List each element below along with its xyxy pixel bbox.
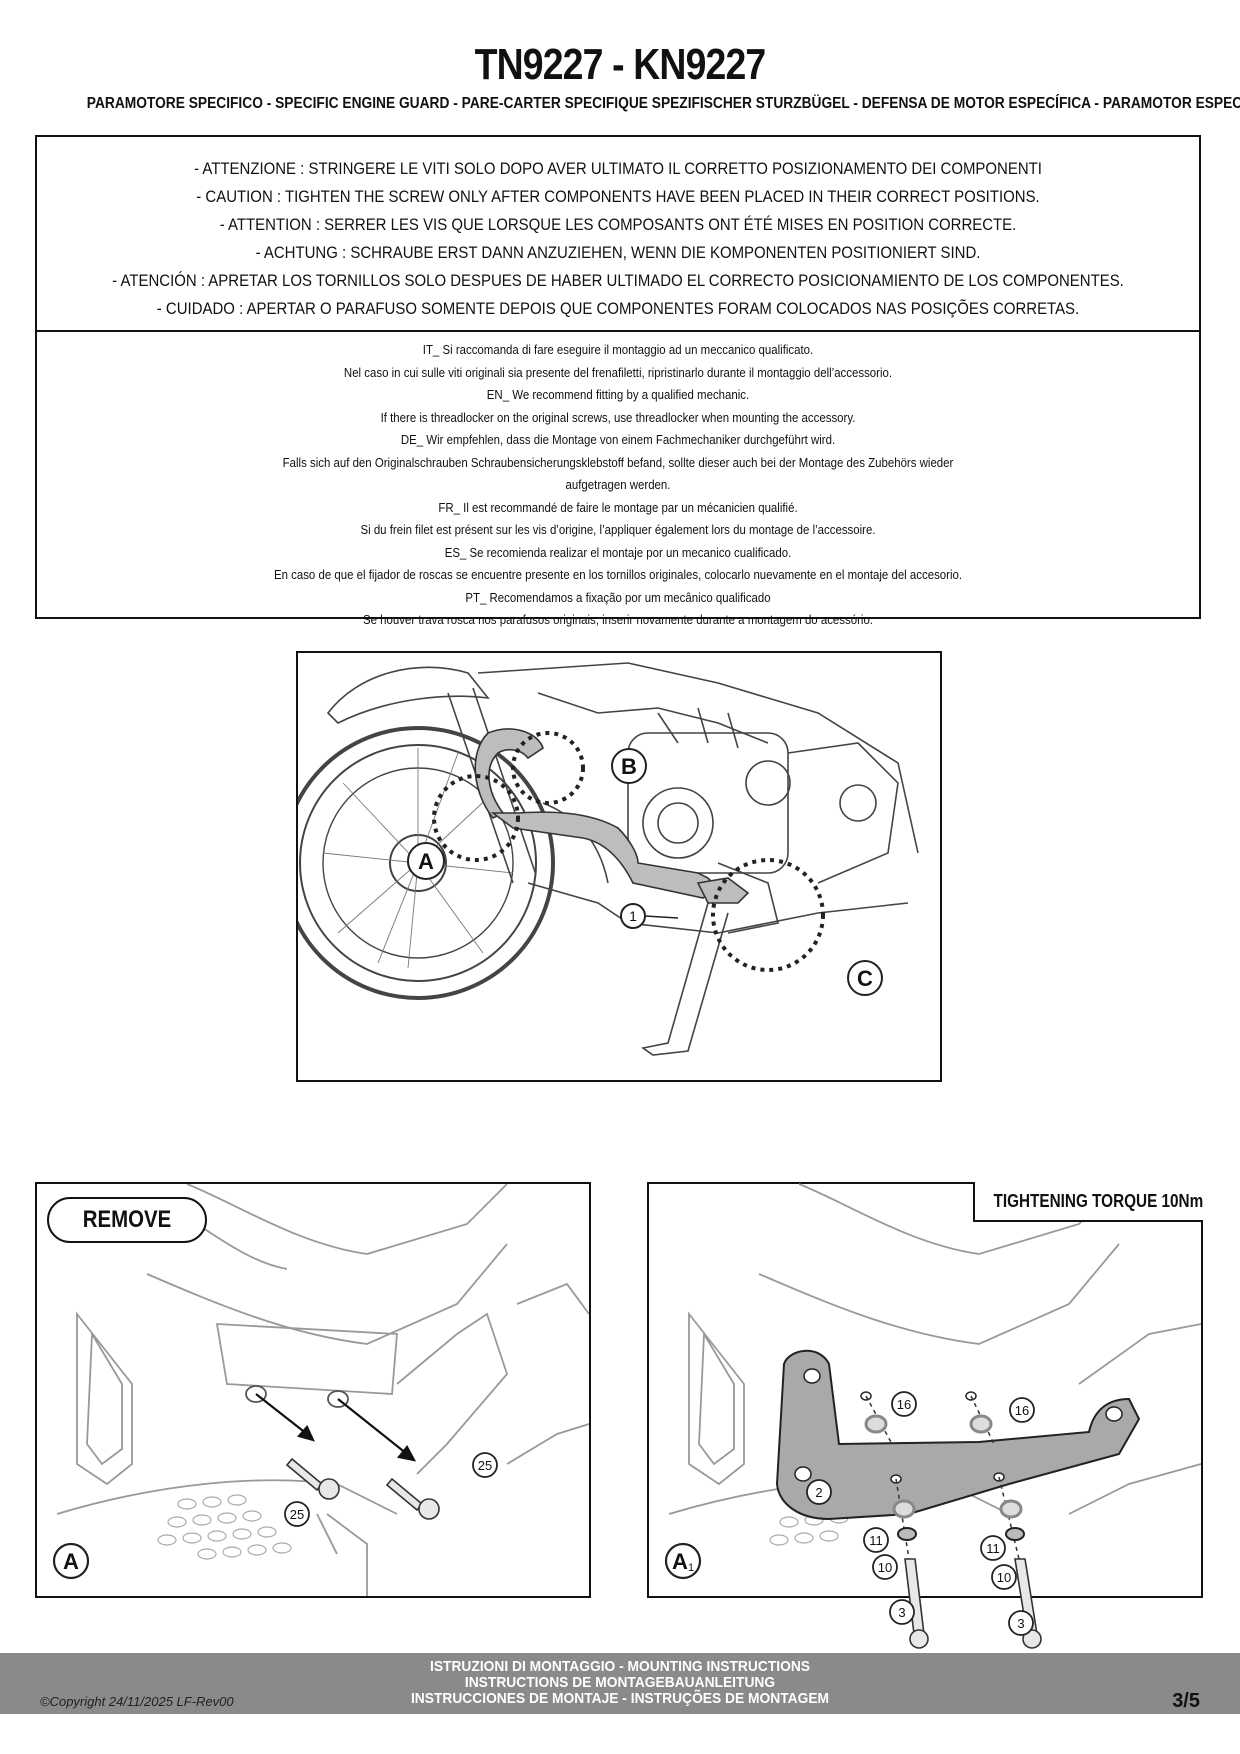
- footer-bar: ISTRUZIONI DI MONTAGGIO - MOUNTING INSTR…: [0, 1653, 1240, 1714]
- part-25-marker: [284, 1501, 310, 1527]
- warning-line: - CUIDADO : APERTAR O PARAFUSO SOMENTE D…: [156, 299, 1080, 318]
- info-line: PT_ Recomendamos a fixação por um mecâni…: [465, 589, 771, 605]
- part-10-label: 10: [878, 1560, 892, 1575]
- part-1-label: 1: [629, 908, 637, 924]
- info-line: Nel caso in cui sulle viti originali sia…: [343, 364, 893, 380]
- info-line: FR_ Il est recommandé de faire le montag…: [438, 499, 798, 515]
- callout-b-label: B: [621, 754, 637, 779]
- view-a1-marker: [664, 1542, 702, 1580]
- part-3-label: 3: [898, 1605, 905, 1620]
- part-16-label: 16: [1015, 1403, 1029, 1418]
- warning-line: - ATTENZIONE : STRINGERE LE VITI SOLO DO…: [194, 159, 1042, 178]
- footer-line: INSTRUCCIONES DE MONTAJE - INSTRUÇÕES DE…: [410, 1690, 830, 1707]
- part-16-marker: [1009, 1397, 1035, 1423]
- part-11-label: 11: [986, 1541, 1000, 1556]
- info-line: Falls sich auf den Originalschrauben Sch…: [282, 454, 954, 470]
- detail-a-drawing: 25 25 A: [52, 1184, 589, 1596]
- part-10-marker: [991, 1564, 1017, 1590]
- view-a1-label: A: [672, 1549, 688, 1574]
- info-line: IT_ Si raccomanda di fare eseguire il mo…: [422, 342, 814, 357]
- warning-line: - ACHTUNG : SCHRAUBE ERST DANN ANZUZIEHE…: [255, 243, 981, 262]
- callout-a-marker: [407, 842, 445, 880]
- info-line: EN_ We recommend fitting by a qualified …: [486, 387, 750, 402]
- warning-line: - CAUTION : TIGHTEN THE SCREW ONLY AFTER…: [196, 187, 1040, 206]
- info-block: IT_ Si raccomanda di fare eseguire il mo…: [37, 334, 1199, 627]
- part-3-marker: [1008, 1610, 1034, 1636]
- part-3-marker: [889, 1599, 915, 1625]
- copyright-text: ©Copyright 24/11/2025 LF-Rev00: [40, 1694, 234, 1709]
- warning-block: - ATTENZIONE : STRINGERE LE VITI SOLO DO…: [37, 137, 1199, 332]
- part-25-marker: [472, 1452, 498, 1478]
- detail-a1-drawing: 16 16 2 11 11 10 10 3 3 A 1: [664, 1183, 1202, 1649]
- motorcycle-drawing: A B C 1: [298, 662, 919, 1056]
- part-11-label: 11: [869, 1533, 883, 1548]
- part-10-marker: [872, 1554, 898, 1580]
- view-a-label: A: [63, 1549, 79, 1574]
- torque-text: TIGHTENING TORQUE 10Nm: [993, 1191, 1204, 1211]
- info-line: En caso de que el fijador de roscas se e…: [273, 567, 963, 582]
- footer-line: INSTRUCTIONS DE MONTAGEBAUANLEITUNG: [464, 1674, 776, 1691]
- page-number: 3/5: [1172, 1690, 1200, 1712]
- document-subtitle: PARAMOTORE SPECIFICO - SPECIFIC ENGINE G…: [86, 95, 1240, 112]
- info-line: Si du frein filet est présent sur les vi…: [360, 522, 876, 537]
- warning-line: - ATENCIÓN : APRETAR LOS TORNILLOS SOLO …: [112, 271, 1124, 290]
- part-16-marker: [891, 1391, 917, 1417]
- detail-figure-a1: 16 16 2 11 11 10 10 3 3 A 1: [647, 1182, 1203, 1649]
- info-line: ES_ Se recomienda realizar el montaje po…: [444, 544, 792, 560]
- callout-c-marker: [847, 960, 883, 996]
- part-2-marker: [806, 1479, 832, 1505]
- detail-figure-a: 25 25 A: [35, 1182, 591, 1598]
- view-a1-sub: 1: [688, 1562, 694, 1574]
- footer-line: ISTRUZIONI DI MONTAGGIO - MOUNTING INSTR…: [429, 1658, 810, 1675]
- part-10-label: 10: [997, 1570, 1011, 1585]
- callout-a-label: A: [418, 849, 434, 874]
- warning-line: - ATTENTION : SERRER LES VIS QUE LORSQUE…: [219, 215, 1017, 234]
- torque-note: TIGHTENING TORQUE 10Nm: [973, 1182, 1203, 1222]
- part-25-label: 25: [478, 1458, 492, 1473]
- remove-badge-label: REMOVE: [82, 1206, 172, 1233]
- notice-box: - ATTENZIONE : STRINGERE LE VITI SOLO DO…: [35, 135, 1201, 627]
- part-11-marker: [980, 1535, 1006, 1561]
- part-11-marker: [863, 1527, 889, 1553]
- view-a-marker: [52, 1542, 90, 1580]
- info-line: aufgetragen werden.: [565, 477, 671, 492]
- part-3-label: 3: [1017, 1616, 1024, 1631]
- info-line: If there is threadlocker on the original…: [380, 409, 856, 425]
- info-line: DE_ Wir empfehlen, dass die Montage von …: [400, 432, 836, 447]
- remove-badge: REMOVE: [47, 1197, 207, 1243]
- part-16-label: 16: [897, 1397, 911, 1412]
- callout-c-label: C: [857, 966, 873, 991]
- overview-figure: A B C 1: [296, 651, 942, 1082]
- info-line: Se houver trava rosca nos parafusos orig…: [362, 612, 873, 627]
- part-25-label: 25: [290, 1507, 304, 1522]
- callout-b-marker: [611, 748, 647, 784]
- document-title: TN9227 - KN9227: [474, 40, 767, 89]
- part-2-label: 2: [815, 1485, 822, 1500]
